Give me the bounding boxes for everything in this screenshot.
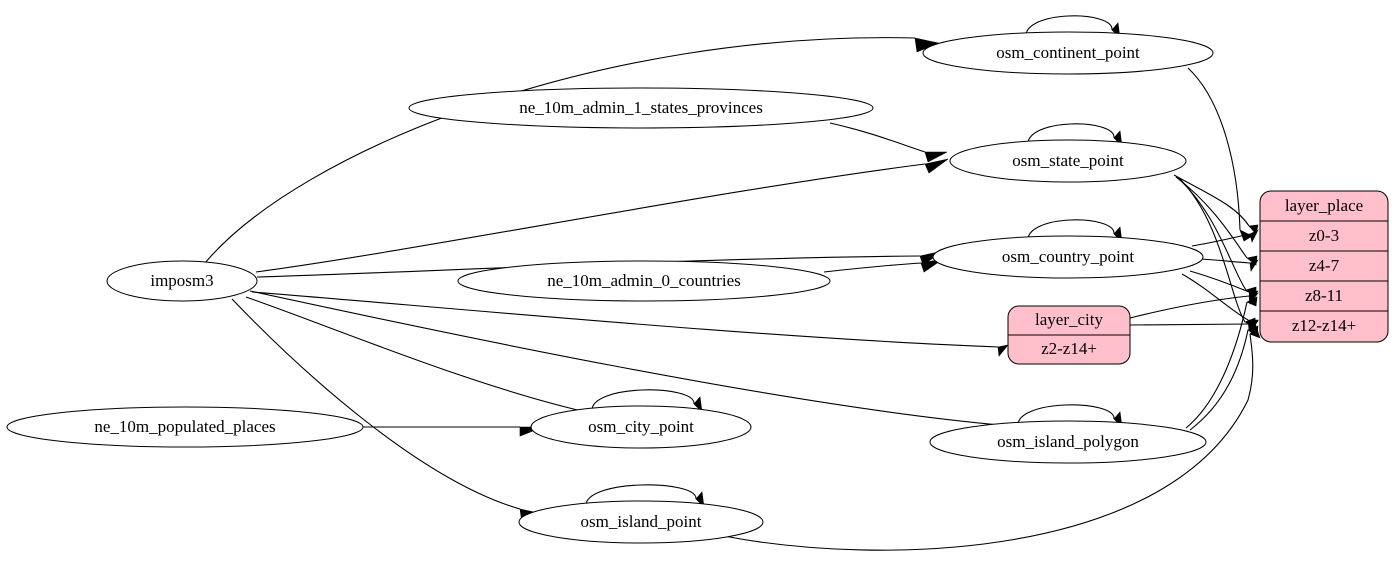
- edge-self-osm-country-point: [1027, 219, 1115, 243]
- node-shape: [530, 405, 752, 449]
- node-shape: [922, 31, 1214, 75]
- node-label-osm-continent-point: osm_continent_point: [996, 43, 1140, 62]
- node-label-ne-countries: ne_10m_admin_0_countries: [547, 271, 741, 290]
- layer-city-title: layer_city: [1035, 310, 1103, 329]
- node-shape: [949, 139, 1187, 183]
- edge-self-osm-island-point: [585, 484, 697, 508]
- edge-imposm3-to-osm-island-polygon: [249, 290, 1001, 426]
- node-osm-island-polygon[interactable]: osm_island_polygon: [929, 420, 1207, 464]
- node-label-osm-state-point: osm_state_point: [1012, 151, 1124, 170]
- node-label-imposm3: imposm3: [150, 271, 213, 290]
- node-layer-city[interactable]: layer_city z2-z14+: [1007, 305, 1131, 365]
- edge-osm-continent-point-to-layer-place-z0-3: [1187, 67, 1241, 231]
- edge-imposm3-to-osm-continent-point: [204, 37, 916, 264]
- node-label-ne-states: ne_10m_admin_1_states_provinces: [519, 98, 763, 117]
- node-label-osm-city-point: osm_city_point: [588, 417, 694, 436]
- node-label-osm-country-point: osm_country_point: [1002, 247, 1134, 266]
- node-shape: [457, 260, 831, 302]
- edge-self-osm-city-point: [591, 389, 695, 413]
- node-shape: [6, 406, 364, 448]
- edge-layer-city-to-layer-place-z8-11: [1129, 295, 1250, 319]
- node-layer-place[interactable]: layer_place z0-3 z4-7 z8-11 z12-z14+: [1259, 190, 1389, 343]
- edge-imposm3-to-osm-city-point: [245, 296, 587, 413]
- node-osm-city-point[interactable]: osm_city_point: [530, 405, 752, 449]
- arrowhead: [1249, 325, 1261, 339]
- layer-city-row-z2-z14[interactable]: z2-z14+: [1041, 339, 1097, 358]
- arrowhead: [695, 491, 705, 508]
- node-shape: [408, 87, 874, 129]
- arrowhead: [1249, 229, 1259, 243]
- node-ne-10m-admin-0-countries[interactable]: ne_10m_admin_0_countries: [457, 260, 831, 302]
- node-osm-island-point[interactable]: osm_island_point: [518, 500, 764, 544]
- arrowhead: [924, 158, 949, 174]
- node-shape: [932, 235, 1204, 279]
- edge-osm-state-point-to-layer-place-z0-3: [1173, 174, 1250, 227]
- edge-osm-country-point-to-layer-place-z12-z14: [1181, 273, 1249, 321]
- edge-osm-island-polygon-to-layer-place-z8-11: [1185, 301, 1248, 429]
- arrowhead: [693, 396, 703, 413]
- edge-self-osm-island-polygon: [1017, 404, 1115, 428]
- edge-imposm3-to-layer-city: [251, 291, 999, 348]
- edge-ne-countries-to-osm-country-point: [823, 262, 922, 273]
- node-osm-country-point[interactable]: osm_country_point: [932, 235, 1204, 279]
- edge-imposm3-to-osm-state-point: [255, 163, 926, 273]
- edge-self-osm-state-point: [1027, 123, 1115, 147]
- node-layer: imposm3 ne_10m_admin_1_states_provinces …: [6, 31, 1214, 544]
- node-imposm3[interactable]: imposm3: [106, 260, 258, 302]
- node-osm-continent-point[interactable]: osm_continent_point: [922, 31, 1214, 75]
- edge-osm-country-point-to-layer-place-z0-3: [1191, 233, 1251, 247]
- layer-place-box: [1259, 190, 1389, 343]
- node-label-osm-island-point: osm_island_point: [581, 512, 702, 531]
- edge-osm-state-point-to-layer-place-z8-11: [1177, 177, 1247, 291]
- arrowhead: [924, 151, 948, 163]
- node-shape: [518, 500, 764, 544]
- node-shape: [106, 260, 258, 302]
- node-label-ne-places: ne_10m_populated_places: [94, 417, 275, 436]
- layer-place-title: layer_place: [1285, 196, 1363, 215]
- edge-osm-state-point-to-layer-place-z4-7: [1175, 176, 1248, 259]
- edge-osm-island-point-to-layer-place-z12-z14: [723, 333, 1254, 551]
- layer-place-row-z8-11[interactable]: z8-11: [1305, 286, 1343, 305]
- arrowhead: [1246, 296, 1258, 307]
- edge-osm-country-point-to-layer-place-z4-7: [1199, 258, 1251, 264]
- edge-osm-state-point-to-layer-place-z12-z14: [1179, 178, 1246, 323]
- node-label-osm-island-polygon: osm_island_polygon: [997, 432, 1139, 451]
- edge-self-osm-continent-point: [1025, 15, 1113, 39]
- node-ne-10m-populated-places[interactable]: ne_10m_populated_places: [6, 406, 364, 448]
- arrowhead: [997, 344, 1009, 357]
- edge-layer-city-to-layer-place-z12-z14: [1129, 323, 1251, 326]
- edge-osm-country-point-to-layer-place-z8-11: [1189, 270, 1250, 293]
- edge-osm-island-polygon-to-layer-place-z12-z14: [1189, 329, 1249, 431]
- edge-imposm3-to-osm-island-point: [231, 298, 521, 510]
- node-ne-10m-admin-1-states-provinces[interactable]: ne_10m_admin_1_states_provinces: [408, 87, 874, 129]
- node-shape: [929, 420, 1207, 464]
- node-osm-state-point[interactable]: osm_state_point: [949, 139, 1187, 183]
- edge-ne-states-to-osm-state-point: [829, 122, 926, 153]
- layer-place-row-z0-3[interactable]: z0-3: [1309, 226, 1339, 245]
- layer-place-row-z4-7[interactable]: z4-7: [1309, 256, 1340, 275]
- layer-place-row-z12-z14[interactable]: z12-z14+: [1292, 316, 1356, 335]
- arrowhead: [1249, 259, 1259, 272]
